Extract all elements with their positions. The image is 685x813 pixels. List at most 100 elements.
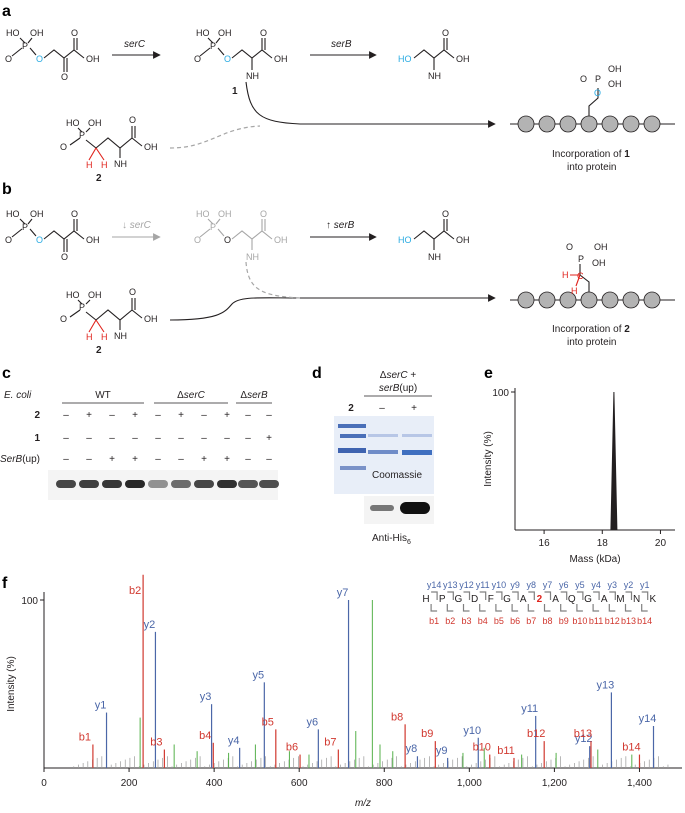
svg-text:HO: HO xyxy=(66,118,80,128)
f-peak-label-y4: y4 xyxy=(228,735,240,747)
svg-text:P: P xyxy=(79,130,85,140)
sign-rowSerB-lane-4: + xyxy=(132,454,138,465)
peptide-y-bracket xyxy=(641,591,649,600)
f-peak-label-b11: b11 xyxy=(497,745,515,757)
peptide-b-ion: b14 xyxy=(637,616,652,626)
f-peak-label-y6: y6 xyxy=(307,716,319,728)
svg-text:O: O xyxy=(442,209,449,219)
panel-d-minus: – xyxy=(379,403,385,414)
svg-text:NH: NH xyxy=(428,71,441,81)
sign-row1-lane-3: – xyxy=(109,433,115,444)
sign-row2-lane-9: – xyxy=(245,410,251,421)
peptide-b-ion: b4 xyxy=(478,616,488,626)
peptide-y-ion: y4 xyxy=(591,580,601,590)
svg-text:OH: OH xyxy=(456,54,470,64)
peptide-b-bracket xyxy=(446,604,454,612)
e-y-label: Intensity (%) xyxy=(483,431,494,487)
peptide-b-bracket xyxy=(479,604,486,612)
e-y-tick-label: 100 xyxy=(492,388,509,399)
peptide-b-bracket xyxy=(560,604,567,612)
peptide-y-ion: y2 xyxy=(624,580,634,590)
f-peak-label-y8: y8 xyxy=(406,743,418,755)
band-lane-5 xyxy=(148,480,168,488)
peptide-y-bracket xyxy=(512,591,519,600)
f-y-tick-label: 100 xyxy=(21,596,38,607)
svg-text:O: O xyxy=(36,54,43,64)
row-label-1: 1 xyxy=(34,433,40,444)
f-peak-label-b7: b7 xyxy=(324,737,336,749)
peptide-y-ion: y1 xyxy=(640,580,650,590)
sign-row2-lane-8: + xyxy=(224,410,230,421)
panel-c-blot: E. coli 2 1 SerB(up) WT ΔserC ΔserB –+–+… xyxy=(0,390,279,500)
peptide-y-bracket xyxy=(609,591,616,600)
f-peak-label-y13: y13 xyxy=(597,679,615,691)
peptide-b-ion: b11 xyxy=(589,616,603,626)
peptide-residue: P xyxy=(439,594,446,605)
panel-d-plus: + xyxy=(411,403,417,414)
svg-text:O: O xyxy=(5,54,12,64)
peptide-y-bracket xyxy=(495,591,503,600)
svg-text:HO: HO xyxy=(398,235,412,245)
sign-rowSerB-lane-6: – xyxy=(178,454,184,465)
peptide-b-bracket xyxy=(592,604,600,612)
e-x-tick-label: 16 xyxy=(539,538,551,549)
f-peak-label-y9: y9 xyxy=(436,745,448,757)
coomassie-gel xyxy=(334,416,434,494)
panel-label-b: b xyxy=(2,181,12,198)
svg-text:OH: OH xyxy=(86,235,100,245)
protein-chain-a: O P O OH OH xyxy=(510,64,675,133)
svg-text:OH: OH xyxy=(274,235,288,245)
peptide-y-bracket xyxy=(463,591,471,600)
svg-text:OH: OH xyxy=(608,79,622,89)
peptide-y-ion: y10 xyxy=(492,580,507,590)
svg-text:OH: OH xyxy=(218,28,232,38)
peptide-y-bracket xyxy=(479,591,487,600)
panel-label-f: f xyxy=(2,575,8,592)
sign-row2-lane-5: – xyxy=(155,410,161,421)
sign-row1-lane-6: – xyxy=(178,433,184,444)
svg-text:OH: OH xyxy=(144,142,158,152)
peptide-b-bracket xyxy=(543,604,551,612)
peptide-residue: G xyxy=(584,594,592,605)
svg-text:OH: OH xyxy=(218,209,232,219)
peptide-y-bracket xyxy=(560,591,568,600)
arrow-to-protein-b xyxy=(169,294,496,321)
f-peak-label-b5: b5 xyxy=(262,716,274,728)
f-peak-label-b9: b9 xyxy=(421,728,433,740)
peptide-b-ion: b5 xyxy=(494,616,504,626)
svg-text:P: P xyxy=(210,222,216,232)
f-peak-label-y5: y5 xyxy=(253,669,265,681)
molecule-phosphohydroxypyruvate-b: HO OH P O O O O OH xyxy=(5,209,100,262)
svg-text:O: O xyxy=(36,235,43,245)
f-x-tick-label: 1,400 xyxy=(627,778,652,789)
peptide-b-ion: b13 xyxy=(621,616,636,626)
svg-text:O: O xyxy=(260,28,267,38)
peptide-y-ion: y7 xyxy=(543,580,553,590)
svg-text:H: H xyxy=(86,332,93,342)
peptide-b-ion: b3 xyxy=(461,616,471,626)
molecule-phosphoserine-1: HO OH P O O NH O OH xyxy=(194,28,288,81)
peptide-b-bracket xyxy=(576,604,583,612)
molecule-serine-b: HO NH O OH xyxy=(398,209,470,262)
coomassie-label: Coomassie xyxy=(372,470,422,481)
incorporation-text-b2: into protein xyxy=(567,337,616,348)
sign-rowSerB-lane-5: – xyxy=(155,454,161,465)
svg-text:P: P xyxy=(22,222,28,232)
peptide-b-bracket xyxy=(430,604,438,612)
peptide-residue: H xyxy=(422,594,429,605)
sign-rowSerB-lane-9: – xyxy=(245,454,251,465)
molecule-pcc-2-a: HO OH P O H H NH O OH xyxy=(60,115,158,170)
f-peak-label-b6: b6 xyxy=(286,742,298,754)
f-y-label: Intensity (%) xyxy=(6,656,17,712)
peptide-b-ion: b7 xyxy=(526,616,536,626)
group-wt: WT xyxy=(95,390,111,401)
sign-row1-lane-7: – xyxy=(201,433,207,444)
peptide-y-bracket xyxy=(593,591,600,600)
svg-text:O: O xyxy=(129,287,136,297)
peptide-residue: N xyxy=(633,594,640,605)
group-dserb: ΔserB xyxy=(240,390,268,401)
svg-text:HO: HO xyxy=(196,209,210,219)
svg-text:OH: OH xyxy=(608,64,622,74)
f-peak-label-y1: y1 xyxy=(95,700,107,712)
svg-text:P: P xyxy=(595,74,601,84)
